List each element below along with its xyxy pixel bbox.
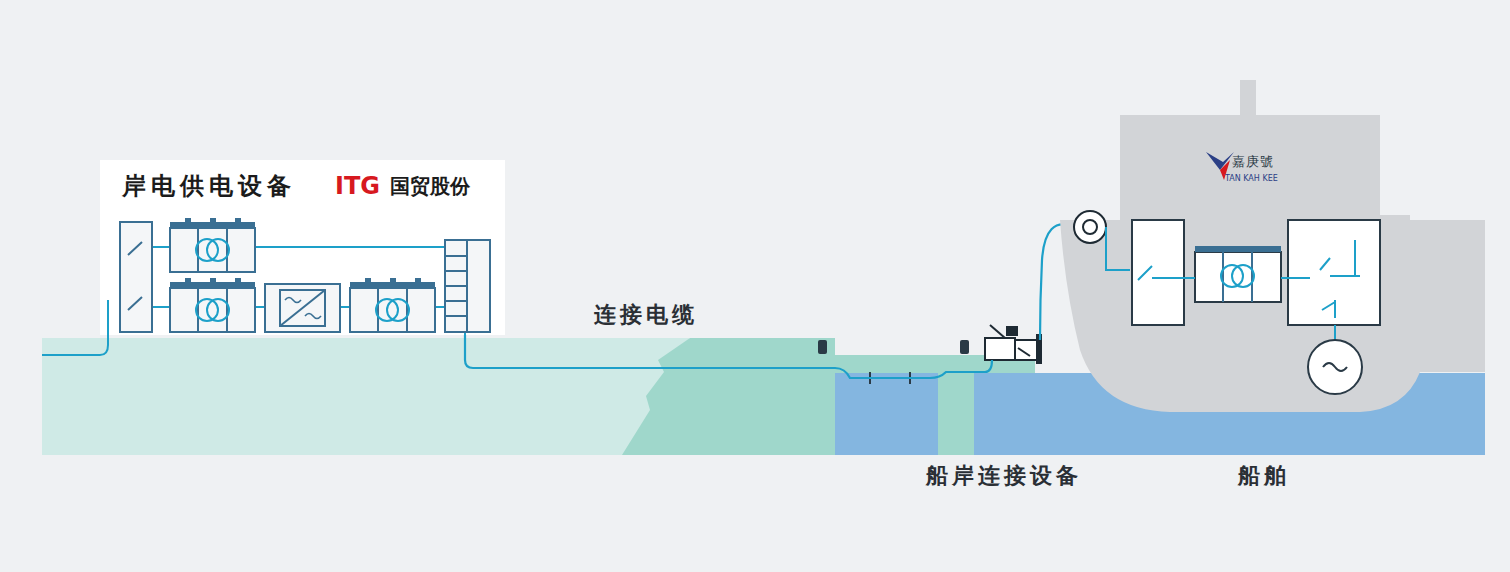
- quay: [622, 338, 835, 455]
- ship-hull: [1060, 80, 1485, 412]
- bollard: [960, 340, 969, 354]
- node-text: ITG: [335, 172, 380, 201]
- supply-wire: [42, 300, 108, 355]
- node-text: 岸电供电设备: [122, 172, 296, 201]
- ship: 嘉庚號 TAN KAH KEE: [1060, 80, 1485, 412]
- node-text: 嘉庚號: [1232, 154, 1274, 170]
- power-cable: [465, 224, 1074, 378]
- shore-power-station: 岸电供电设备 ITG 国贸股份: [100, 160, 505, 335]
- ship-art: [1060, 80, 1485, 412]
- node-text: TAN KAH KEE: [1225, 174, 1278, 184]
- connection-device-label: 船岸连接设备: [926, 463, 1082, 489]
- connection-device: [985, 325, 1042, 364]
- land: [42, 338, 690, 455]
- cable-label: 连接电缆: [594, 302, 698, 328]
- ship-label: 船舶: [1238, 463, 1290, 489]
- bollard: [818, 340, 827, 354]
- node-text: 国贸股份: [390, 174, 470, 198]
- pier-column: [938, 355, 974, 455]
